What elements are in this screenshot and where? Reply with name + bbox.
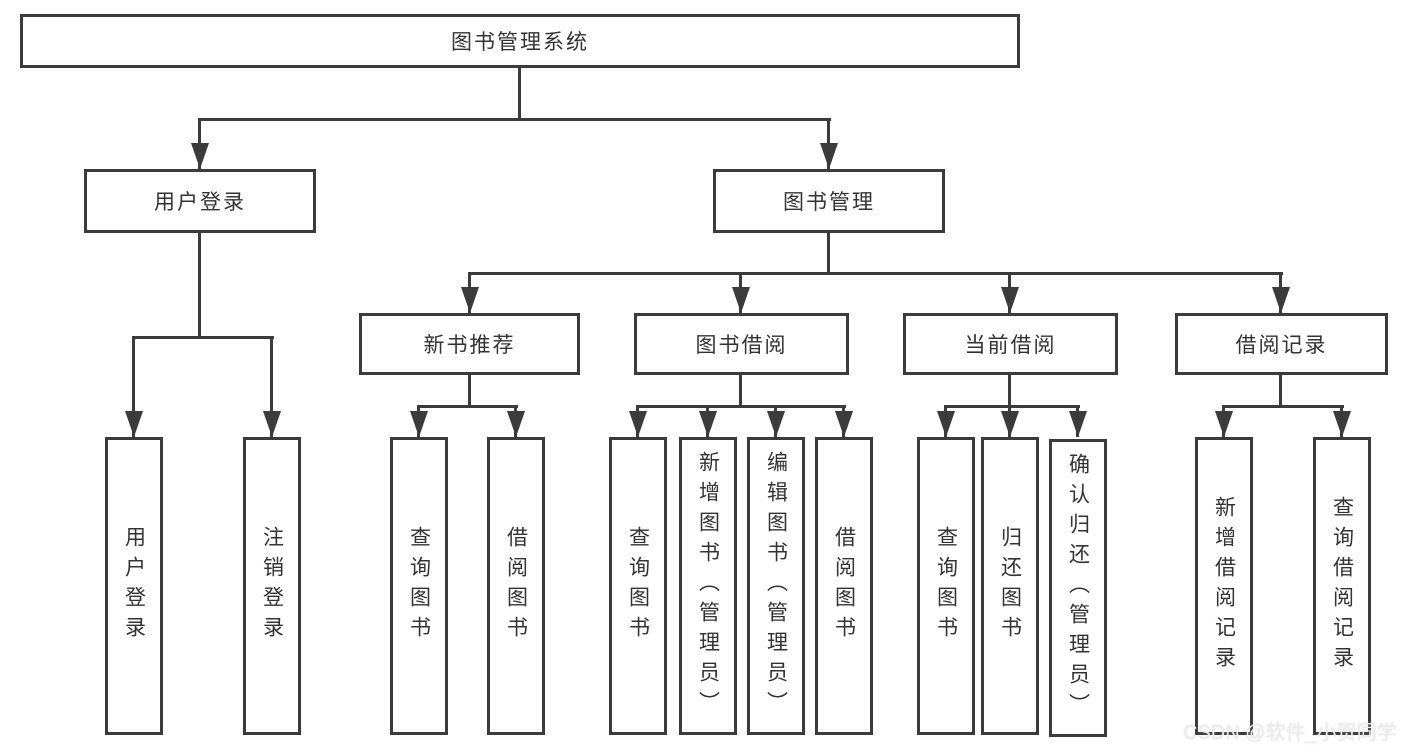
- arrowhead-icon: [1215, 411, 1233, 437]
- node-label: 图书管理: [783, 191, 875, 214]
- connector-root-bar: [198, 118, 831, 121]
- node-label: 查询图书: [934, 526, 958, 646]
- connector-drop: [132, 336, 135, 437]
- node-current-borrow: 当前借阅: [903, 313, 1118, 375]
- node-label: 借阅记录: [1235, 334, 1328, 357]
- connector-bookmgmt-bar: [468, 272, 1283, 275]
- leaf-query-books-current: 查询图书: [917, 437, 975, 735]
- connector-stem: [468, 375, 471, 407]
- node-root-library-system: 图书管理系统: [20, 14, 1020, 68]
- connector-bar: [944, 405, 1080, 408]
- arrowhead-icon: [191, 143, 209, 169]
- arrowhead-icon: [507, 411, 525, 437]
- node-label: 注销登录: [260, 526, 284, 646]
- arrowhead-icon: [410, 411, 428, 437]
- leaf-add-books-admin: 新增图书（管理员）: [679, 437, 737, 735]
- csdn-watermark: CSDN @软件_小贺同学: [1183, 722, 1397, 744]
- leaf-add-borrow-record: 新增借阅记录: [1195, 437, 1253, 735]
- connector-userlogin-bar: [132, 336, 274, 339]
- node-label: 查询图书: [407, 526, 431, 646]
- arrowhead-icon: [732, 287, 750, 313]
- connector-root-stem: [518, 68, 521, 118]
- connector-userlogin-stem: [198, 233, 201, 336]
- connector-stem: [1008, 375, 1011, 407]
- leaf-confirm-return-admin: 确认归还（管理员）: [1049, 439, 1107, 737]
- node-new-book-recommend: 新书推荐: [359, 313, 580, 375]
- arrowhead-icon: [629, 411, 647, 437]
- arrowhead-icon: [1069, 411, 1087, 437]
- node-label: 当前借阅: [964, 334, 1057, 357]
- node-label: 图书借阅: [695, 334, 788, 357]
- leaf-user-login: 用户登录: [105, 437, 163, 735]
- connector-drop: [270, 336, 273, 437]
- node-label: 查询图书: [626, 526, 650, 646]
- node-book-management: 图书管理: [713, 169, 945, 233]
- node-borrow-records: 借阅记录: [1175, 313, 1388, 375]
- arrowhead-icon: [1333, 411, 1351, 437]
- node-user-login: 用户登录: [84, 169, 316, 233]
- node-label: 借阅图书: [832, 526, 856, 646]
- leaf-borrow-books: 借阅图书: [815, 437, 873, 735]
- arrowhead-icon: [461, 287, 479, 313]
- node-label: 图书管理系统: [451, 31, 589, 54]
- connector-bar: [417, 405, 518, 408]
- arrowhead-icon: [1272, 287, 1290, 313]
- arrowhead-icon: [937, 411, 955, 437]
- arrowhead-icon: [1001, 411, 1019, 437]
- connector-stem: [739, 375, 742, 407]
- node-label: 新增图书（管理员）: [696, 451, 720, 721]
- leaf-return-books: 归还图书: [981, 437, 1039, 735]
- connector-bookmgmt-stem: [827, 233, 830, 274]
- node-label: 借阅图书: [504, 526, 528, 646]
- leaf-query-books-recommend: 查询图书: [390, 437, 448, 735]
- arrowhead-icon: [125, 411, 143, 437]
- arrowhead-icon: [263, 411, 281, 437]
- node-label: 查询借阅记录: [1330, 496, 1354, 676]
- arrowhead-icon: [699, 411, 717, 437]
- leaf-borrow-books-recommend: 借阅图书: [487, 437, 545, 735]
- node-label: 新增借阅记录: [1212, 496, 1236, 676]
- leaf-query-borrow-record: 查询借阅记录: [1313, 437, 1371, 735]
- node-label: 用户登录: [154, 191, 246, 214]
- leaf-logout: 注销登录: [243, 437, 301, 735]
- connector-bar: [636, 405, 846, 408]
- node-book-borrow: 图书借阅: [634, 313, 849, 375]
- node-label: 确认归还（管理员）: [1066, 453, 1090, 723]
- node-label: 新书推荐: [423, 334, 516, 357]
- arrowhead-icon: [767, 411, 785, 437]
- node-label: 归还图书: [998, 526, 1022, 646]
- arrowhead-icon: [820, 143, 838, 169]
- arrowhead-icon: [835, 411, 853, 437]
- connector-stem: [1279, 375, 1282, 407]
- leaf-query-books-borrow: 查询图书: [609, 437, 667, 735]
- connector-bar: [1222, 405, 1344, 408]
- arrowhead-icon: [1001, 287, 1019, 313]
- leaf-edit-books-admin: 编辑图书（管理员）: [747, 437, 805, 735]
- node-label: 编辑图书（管理员）: [764, 451, 788, 721]
- node-label: 用户登录: [122, 526, 146, 646]
